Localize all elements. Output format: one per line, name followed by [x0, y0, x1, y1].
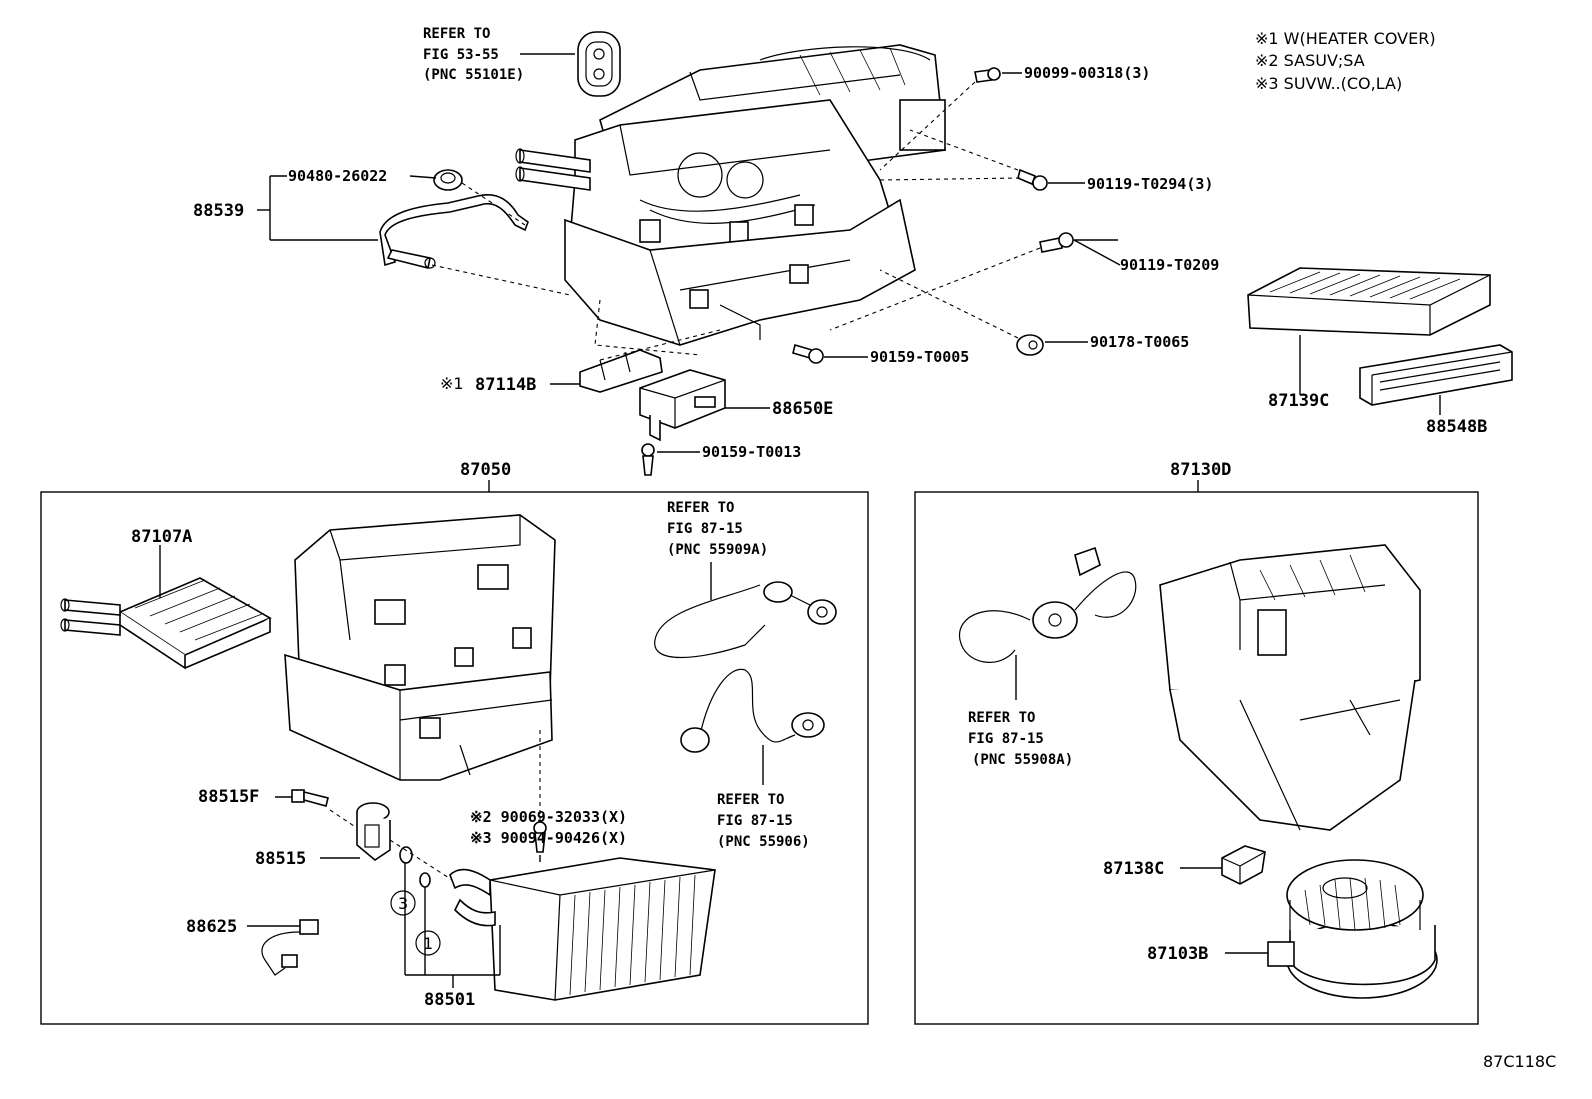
note-1: ※1 W(HEATER COVER) [1255, 29, 1436, 48]
amplifier-88650e-illustration [639, 369, 726, 442]
resistor-87138c-illustration [1221, 845, 1266, 885]
drain-hose-illustration [379, 169, 529, 269]
part-87103b: 87103B [1147, 944, 1208, 964]
air-filter-87139c-illustration [1247, 267, 1491, 336]
part-90099: 90099-00318(3) [1024, 64, 1150, 82]
part-88548b: 88548B [1426, 417, 1487, 437]
note-2: ※2 SASUV;SA [1255, 51, 1365, 70]
svg-text:(PNC 55101E): (PNC 55101E) [423, 67, 524, 83]
svg-text:1: 1 [423, 934, 433, 953]
screw-90159-t0013 [641, 443, 655, 476]
mark-87114b: ※1 [440, 374, 464, 393]
ref-55101e: REFER TO FIG 53-55 (PNC 55101E) [423, 26, 524, 83]
ref-55908a: REFER TO FIG 87-15 (PNC 55908A) [968, 710, 1073, 768]
screw-90099 [974, 67, 1001, 83]
svg-text:FIG 53-55: FIG 53-55 [423, 47, 499, 63]
part-90119-t0209: 90119-T0209 [1120, 256, 1219, 274]
svg-text:FIG 87-15: FIG 87-15 [968, 731, 1044, 747]
svg-text:(PNC 55908A): (PNC 55908A) [972, 752, 1073, 768]
hose-leaders [257, 175, 437, 241]
circle-1 [415, 930, 441, 956]
part-90178: 90178-T0065 [1090, 333, 1189, 351]
box-87130d [914, 491, 1479, 1025]
screw-90119-t0209 [1039, 232, 1074, 253]
figure-code: 87C118C [1483, 1052, 1556, 1071]
svg-text:FIG 87-15: FIG 87-15 [667, 521, 743, 537]
heater-cover-bracket-illustration [579, 349, 663, 393]
part-90069: ※2 90069-32033(X) [470, 808, 627, 826]
part-87107a: 87107A [131, 527, 192, 547]
svg-text:REFER TO: REFER TO [667, 500, 734, 516]
heater-core-87107a-illustration [60, 577, 272, 670]
box-87050 [40, 491, 869, 1025]
grommet-part-illustration [577, 31, 621, 97]
evaporator-88501-illustration [449, 857, 716, 1001]
circle-3 [390, 890, 416, 916]
svg-text:3: 3 [398, 894, 408, 913]
bolt-88515f-illustration [291, 789, 329, 807]
heater-unit-upper-illustration [515, 44, 946, 346]
o-ring-1 [399, 846, 413, 864]
part-88625: 88625 [186, 917, 237, 937]
part-90094: ※3 90094-90426(X) [470, 829, 627, 847]
part-90119-t0294: 90119-T0294(3) [1087, 175, 1213, 193]
part-90159-t0013: 90159-T0013 [702, 443, 801, 461]
part-88515: 88515 [255, 849, 306, 869]
clip-90178 [1016, 334, 1044, 356]
filter-cover-88548b-illustration [1359, 344, 1513, 406]
part-87130d: 87130D [1170, 460, 1231, 480]
svg-text:REFER TO: REFER TO [423, 26, 490, 42]
part-87138c: 87138C [1103, 859, 1164, 879]
wire-harness-55906-illustration [680, 668, 825, 753]
svg-text:REFER TO: REFER TO [717, 792, 784, 808]
part-88539: 88539 [193, 201, 244, 221]
part-87114b: 87114B [475, 375, 536, 395]
screw-90069 [533, 821, 547, 853]
blower-unit-87130d-illustration [1159, 544, 1421, 831]
svg-text:(PNC 55909A): (PNC 55909A) [667, 542, 768, 558]
expansion-valve-88515-illustration [356, 802, 391, 861]
part-87050: 87050 [460, 460, 511, 480]
wire-harness-55909a-illustration [654, 581, 837, 659]
heater-case-87050-illustration [284, 514, 556, 781]
o-ring-2 [419, 872, 431, 888]
part-88650e: 88650E [772, 399, 833, 419]
part-87139c: 87139C [1268, 391, 1329, 411]
thermistor-88625-illustration [261, 919, 319, 976]
notes-legend: ※1 W(HEATER COVER) ※2 SASUV;SA ※3 SUVW..… [1255, 29, 1436, 93]
svg-text:FIG 87-15: FIG 87-15 [717, 813, 793, 829]
screw-90159-t0005 [792, 343, 824, 364]
part-90480: 90480-26022 [288, 167, 387, 185]
wire-harness-55908a-illustration [959, 546, 1137, 663]
ref-55906: REFER TO FIG 87-15 (PNC 55906) [717, 792, 810, 850]
ref-55909a: REFER TO FIG 87-15 (PNC 55909A) [667, 500, 768, 558]
note-3: ※3 SUVW..(CO,LA) [1255, 74, 1402, 93]
blower-motor-87103b-illustration [1267, 859, 1438, 999]
svg-text:REFER TO: REFER TO [968, 710, 1035, 726]
screw-90119-t0294 [1017, 168, 1048, 191]
part-88501: 88501 [424, 990, 475, 1010]
svg-text:(PNC 55906): (PNC 55906) [717, 834, 810, 850]
part-88515f: 88515F [198, 787, 259, 807]
part-90159-t0005: 90159-T0005 [870, 348, 969, 366]
